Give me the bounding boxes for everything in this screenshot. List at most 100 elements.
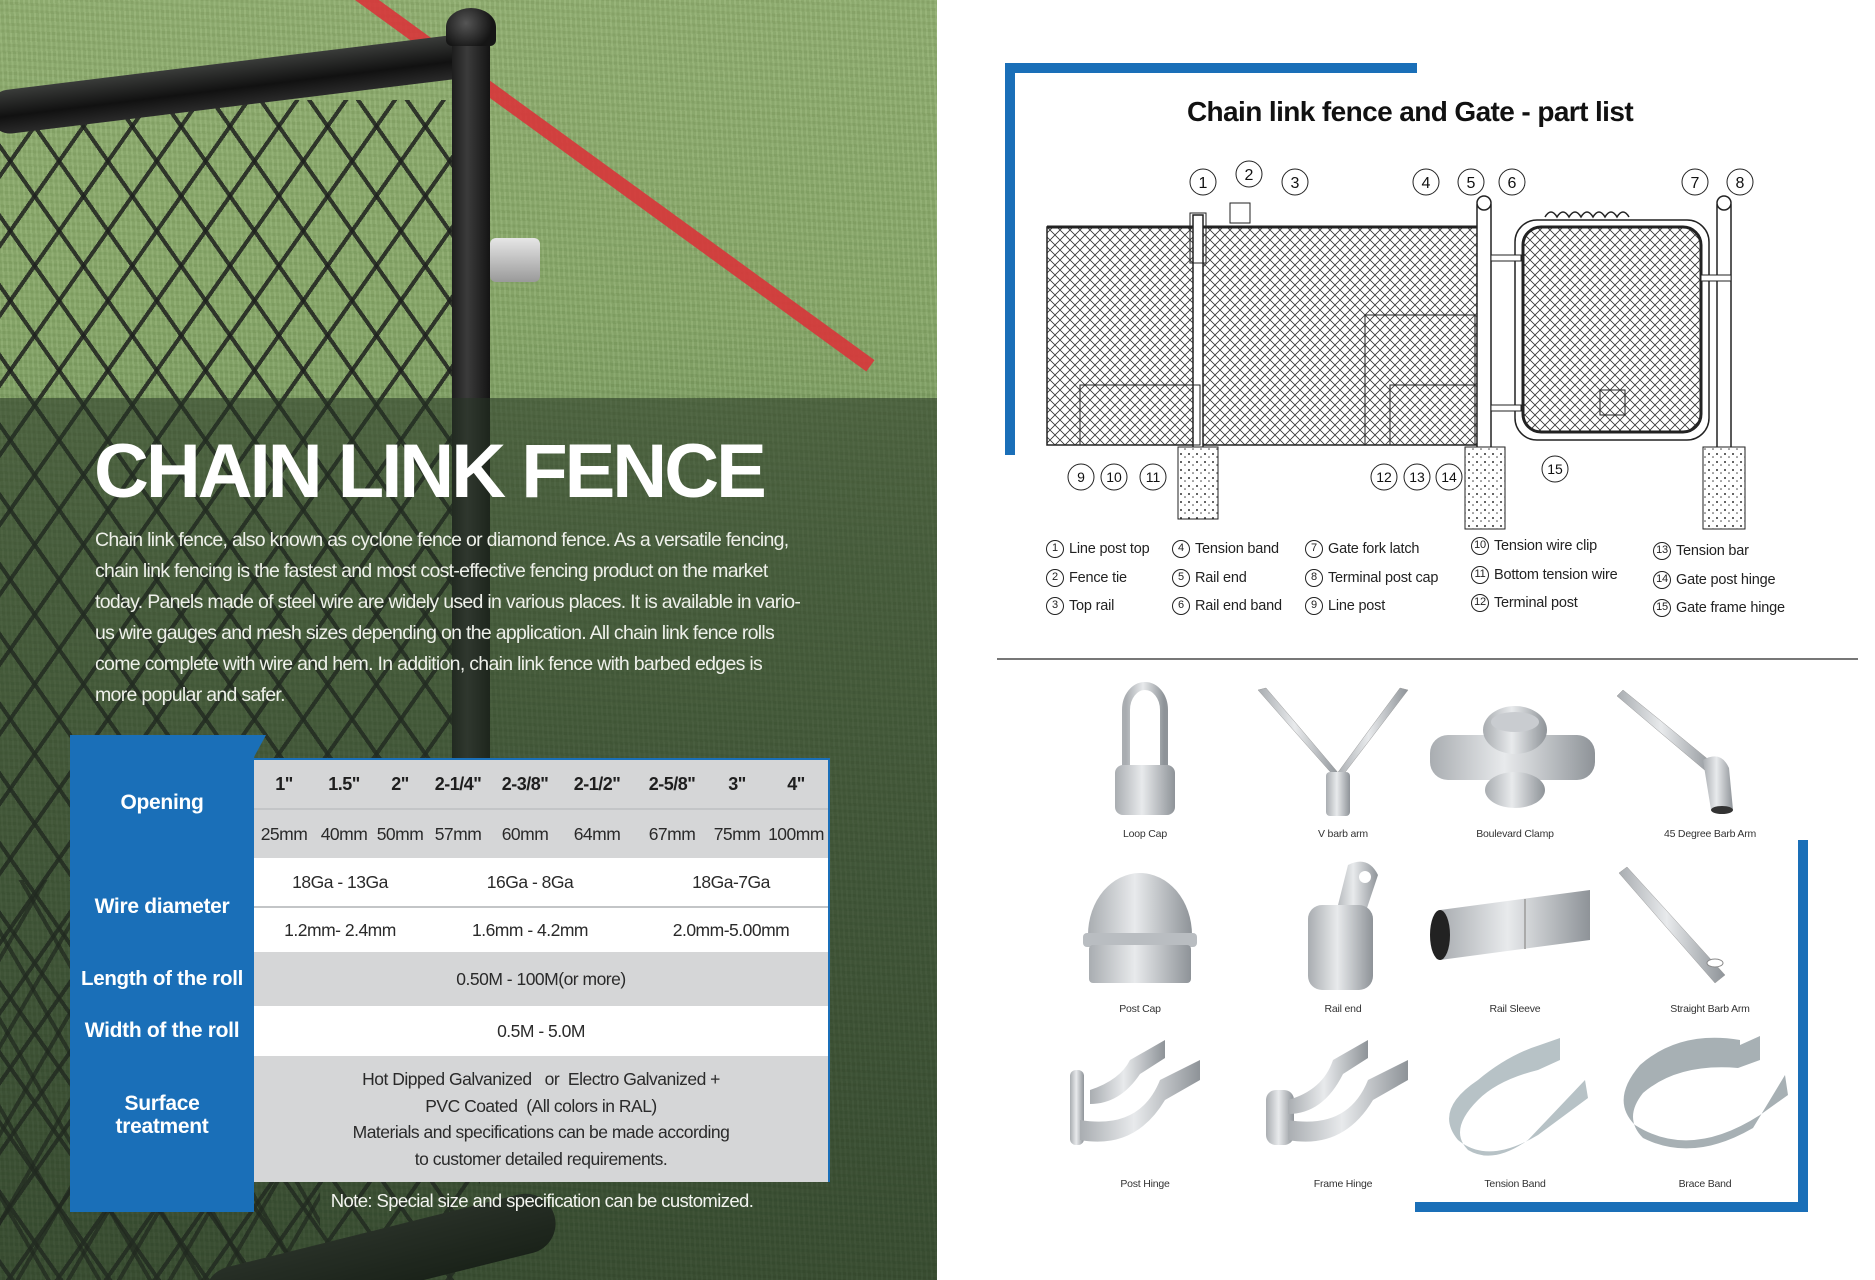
table-cell: 2-1/4" xyxy=(434,773,482,794)
callout-number: 15 xyxy=(1653,599,1671,618)
brace-band-icon xyxy=(1623,1036,1788,1149)
fence-gate-diagram: 1 2 3 4 5 6 7 8 9 10 11 12 13 14 15 xyxy=(1046,160,1754,530)
callout-14: 14 xyxy=(1435,463,1463,491)
tension-band-icon xyxy=(1449,1038,1588,1156)
table-cell: 57mm xyxy=(434,823,482,844)
fence-post-cap xyxy=(446,8,496,46)
table-cell: 100mm xyxy=(768,823,824,844)
post-cap-icon xyxy=(1083,873,1197,983)
legend-label: Gate post hinge xyxy=(1676,571,1776,588)
svg-text:15: 15 xyxy=(1547,461,1563,477)
part-frame-hinge: Frame Hinge xyxy=(1248,1030,1438,1190)
table-cell: 2.0mm-5.00mm xyxy=(672,919,790,940)
part-caption: Post Hinge xyxy=(1120,1178,1170,1190)
table-cell: Hot Dipped Galvanized or Electro Galvani… xyxy=(362,1069,720,1089)
table-cell: 67mm xyxy=(648,823,696,844)
legend-label: Tension band xyxy=(1195,541,1279,557)
svg-text:11: 11 xyxy=(1146,469,1161,485)
svg-text:14: 14 xyxy=(1441,469,1457,485)
part-caption: Frame Hinge xyxy=(1313,1178,1373,1190)
svg-text:12: 12 xyxy=(1376,469,1392,485)
callout-number: 10 xyxy=(1471,537,1489,556)
svg-text:1: 1 xyxy=(1199,175,1208,192)
part-tension-band: Tension Band xyxy=(1420,1030,1610,1190)
table-cell: 4" xyxy=(787,773,805,794)
legend-label: Fence tie xyxy=(1069,569,1127,586)
svg-text:3: 3 xyxy=(1291,175,1300,192)
table-cell: 2" xyxy=(391,773,409,794)
table-cell: PVC Coated (All colors in RAL) xyxy=(425,1095,657,1116)
part-caption: V barb arm xyxy=(1318,828,1368,840)
spec-table: 1" 1.5" 2" 2-1/4" 2-3/8" 2-1/2" 2-5/8" 3… xyxy=(254,758,830,1182)
callout-13: 13 xyxy=(1403,463,1431,491)
svg-text:4: 4 xyxy=(1422,175,1431,192)
svg-text:6: 6 xyxy=(1508,175,1517,192)
v-barb-arm-icon xyxy=(1257,687,1409,816)
table-cell: 2-5/8" xyxy=(648,773,696,794)
table-cell: 1" xyxy=(275,773,293,794)
spec-note: Note: Special size and specification can… xyxy=(330,1190,754,1211)
callout-11: 11 xyxy=(1139,463,1167,491)
svg-text:13: 13 xyxy=(1409,469,1425,485)
description-line: us wire gauges and mesh sizes depending … xyxy=(95,622,775,644)
table-cell: to customer detailed requirements. xyxy=(414,1148,668,1169)
part-caption: Brace Band xyxy=(1678,1178,1732,1190)
table-row-wire-gauge: 18Ga - 13Ga 16Ga - 8Ga 18Ga-7Ga xyxy=(254,858,828,906)
part-boulevard-clamp: Boulevard Clamp xyxy=(1420,680,1610,840)
svg-text:9: 9 xyxy=(1077,469,1085,485)
callout-number: 7 xyxy=(1305,540,1323,559)
svg-text:8: 8 xyxy=(1736,175,1745,192)
table-cell: 3" xyxy=(728,773,746,794)
table-cell: 60mm xyxy=(501,823,549,844)
part-caption: Rail end xyxy=(1324,1003,1362,1015)
label-wire-diameter: Wire diameter xyxy=(94,895,230,918)
table-cell: 1.2mm- 2.4mm xyxy=(284,919,396,940)
table-cell: 64mm xyxy=(573,823,621,844)
part-caption: Post Cap xyxy=(1119,1003,1161,1015)
table-cell: 0.5M - 5.0M xyxy=(497,1020,585,1041)
legend-item: 1 Line post top xyxy=(1046,535,1150,564)
part-caption: Rail Sleeve xyxy=(1489,1003,1541,1015)
accent-bracket-bottom xyxy=(1415,1202,1808,1212)
callout-4: 4 xyxy=(1412,168,1440,196)
legend-label: Terminal post xyxy=(1494,595,1578,611)
callout-number: 3 xyxy=(1046,597,1064,616)
legend-label: Gate frame hinge xyxy=(1676,600,1785,616)
callout-number: 11 xyxy=(1471,565,1489,584)
label-width-of-roll: Width of the roll xyxy=(84,1019,240,1042)
legend-label: Rail end band xyxy=(1195,598,1282,614)
part-brace-band: Brace Band xyxy=(1610,1030,1800,1190)
legend-label: Line post top xyxy=(1069,541,1150,557)
description-line: more popular and safer. xyxy=(95,684,286,706)
legend-item: 15 Gate frame hinge xyxy=(1653,594,1785,623)
frame-hinge-icon xyxy=(1266,1040,1408,1145)
legend-item: 12 Terminal post xyxy=(1471,589,1618,618)
table-cell: 18Ga-7Ga xyxy=(692,871,770,892)
callout-number: 12 xyxy=(1471,594,1489,613)
svg-text:5: 5 xyxy=(1467,175,1476,192)
legend-label: Top rail xyxy=(1069,598,1115,614)
table-row-opening-inches: 1" 1.5" 2" 2-1/4" 2-3/8" 2-1/2" 2-5/8" 3… xyxy=(254,760,828,808)
table-cell: 50mm xyxy=(376,823,424,844)
legend-label: Tension bar xyxy=(1676,543,1749,559)
callout-number: 1 xyxy=(1046,540,1064,559)
table-cell: 40mm xyxy=(320,823,368,844)
label-treatment: treatment xyxy=(115,1115,209,1138)
straight-barb-arm-icon xyxy=(1618,866,1726,984)
fence-clamp xyxy=(490,238,540,282)
table-row-wire-mm: 1.2mm- 2.4mm 1.6mm - 4.2mm 2.0mm-5.00mm xyxy=(254,906,828,952)
part-post-hinge: Post Hinge xyxy=(1050,1030,1240,1190)
